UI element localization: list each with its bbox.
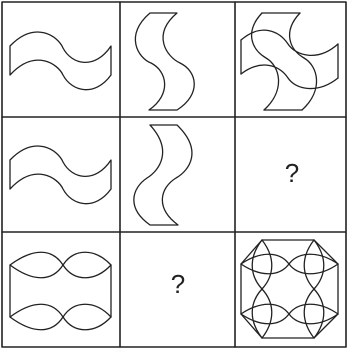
cell-3-1-double-lens-figure — [9, 251, 112, 331]
cell-2-1-horizontal-wave-figure — [9, 145, 112, 205]
cell-1-2-vertical-wave-figure — [134, 12, 195, 111]
cell-3-3-octagon-lens-figure — [240, 239, 339, 339]
missing-figure-question-mark-row3: ? — [170, 269, 186, 299]
cell-2-2-vertical-wave-mirrored-figure — [133, 124, 193, 226]
cell-1-3-pinwheel-figure — [240, 12, 339, 111]
missing-figure-question-mark-row2: ? — [284, 158, 300, 188]
cell-1-1-horizontal-wave-figure — [9, 31, 112, 91]
